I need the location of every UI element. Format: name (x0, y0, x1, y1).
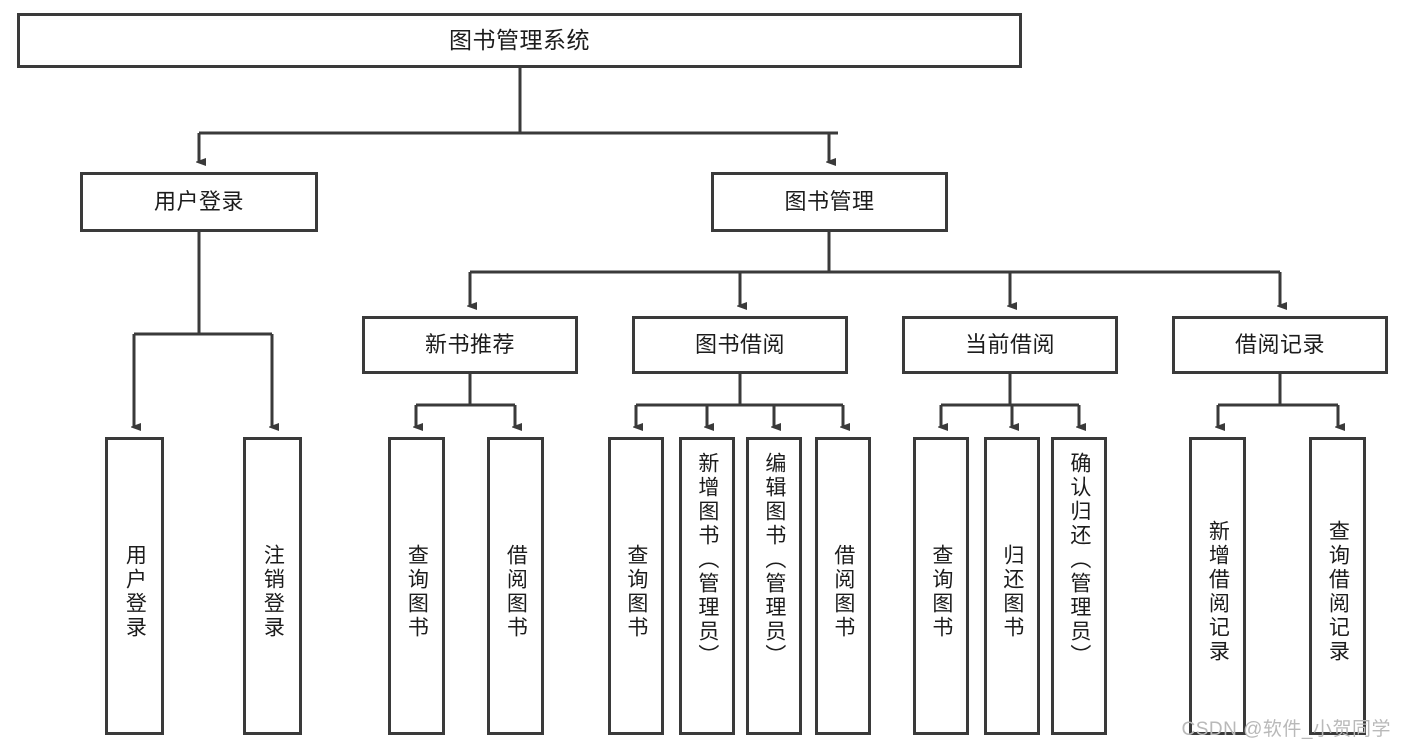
node-label-root: 图书管理系统 (449, 27, 590, 54)
node-label-user-login: 用户登录 (153, 189, 244, 215)
leaf-label-confirm-return-admin: 确认归还（管理员） (1067, 452, 1091, 668)
leaf-label-query-borrow-record: 查询借阅记录 (1326, 520, 1350, 664)
leaf-query-book-borrow[interactable]: 查询图书 (608, 437, 664, 735)
leaf-label-borrow-book-recommend: 借阅图书 (504, 544, 528, 640)
node-user-login[interactable]: 用户登录 (80, 172, 318, 232)
leaf-query-book-current[interactable]: 查询图书 (913, 437, 969, 735)
node-label-book-borrow: 图书借阅 (694, 332, 785, 358)
leaf-label-query-book-recommend: 查询图书 (405, 544, 429, 640)
leaf-return-book[interactable]: 归还图书 (984, 437, 1040, 735)
leaf-label-query-book-borrow: 查询图书 (624, 544, 648, 640)
leaf-label-add-borrow-record: 新增借阅记录 (1206, 520, 1230, 664)
node-book-borrow[interactable]: 图书借阅 (632, 316, 848, 374)
node-label-current-borrow: 当前借阅 (964, 332, 1055, 358)
leaf-label-return-book: 归还图书 (1000, 544, 1024, 640)
leaf-edit-book-admin[interactable]: 编辑图书（管理员） (746, 437, 802, 735)
leaf-confirm-return-admin[interactable]: 确认归还（管理员） (1051, 437, 1107, 735)
watermark-text: CSDN @软件_小贺同学 (1181, 719, 1391, 740)
node-label-new-book-recommend: 新书推荐 (424, 332, 515, 358)
node-borrow-record[interactable]: 借阅记录 (1172, 316, 1388, 374)
leaf-label-query-book-current: 查询图书 (929, 544, 953, 640)
leaf-add-borrow-record[interactable]: 新增借阅记录 (1189, 437, 1246, 735)
leaf-borrow-book[interactable]: 借阅图书 (815, 437, 871, 735)
leaf-label-add-book-admin: 新增图书（管理员） (695, 452, 719, 668)
node-current-borrow[interactable]: 当前借阅 (902, 316, 1118, 374)
leaf-label-borrow-book: 借阅图书 (831, 544, 855, 640)
node-new-book-recommend[interactable]: 新书推荐 (362, 316, 578, 374)
leaf-logout[interactable]: 注销登录 (243, 437, 302, 735)
leaf-user-login[interactable]: 用户登录 (105, 437, 164, 735)
leaf-query-borrow-record[interactable]: 查询借阅记录 (1309, 437, 1366, 735)
node-label-book-management: 图书管理 (784, 189, 875, 215)
leaf-label-edit-book-admin: 编辑图书（管理员） (762, 452, 786, 668)
leaf-label-user-login: 用户登录 (123, 544, 147, 640)
leaf-query-book-recommend[interactable]: 查询图书 (388, 437, 445, 735)
node-root-system[interactable]: 图书管理系统 (17, 13, 1022, 68)
node-book-management[interactable]: 图书管理 (711, 172, 948, 232)
leaf-add-book-admin[interactable]: 新增图书（管理员） (679, 437, 735, 735)
leaf-label-logout: 注销登录 (261, 544, 285, 640)
node-label-borrow-record: 借阅记录 (1234, 332, 1325, 358)
leaf-borrow-book-recommend[interactable]: 借阅图书 (487, 437, 544, 735)
